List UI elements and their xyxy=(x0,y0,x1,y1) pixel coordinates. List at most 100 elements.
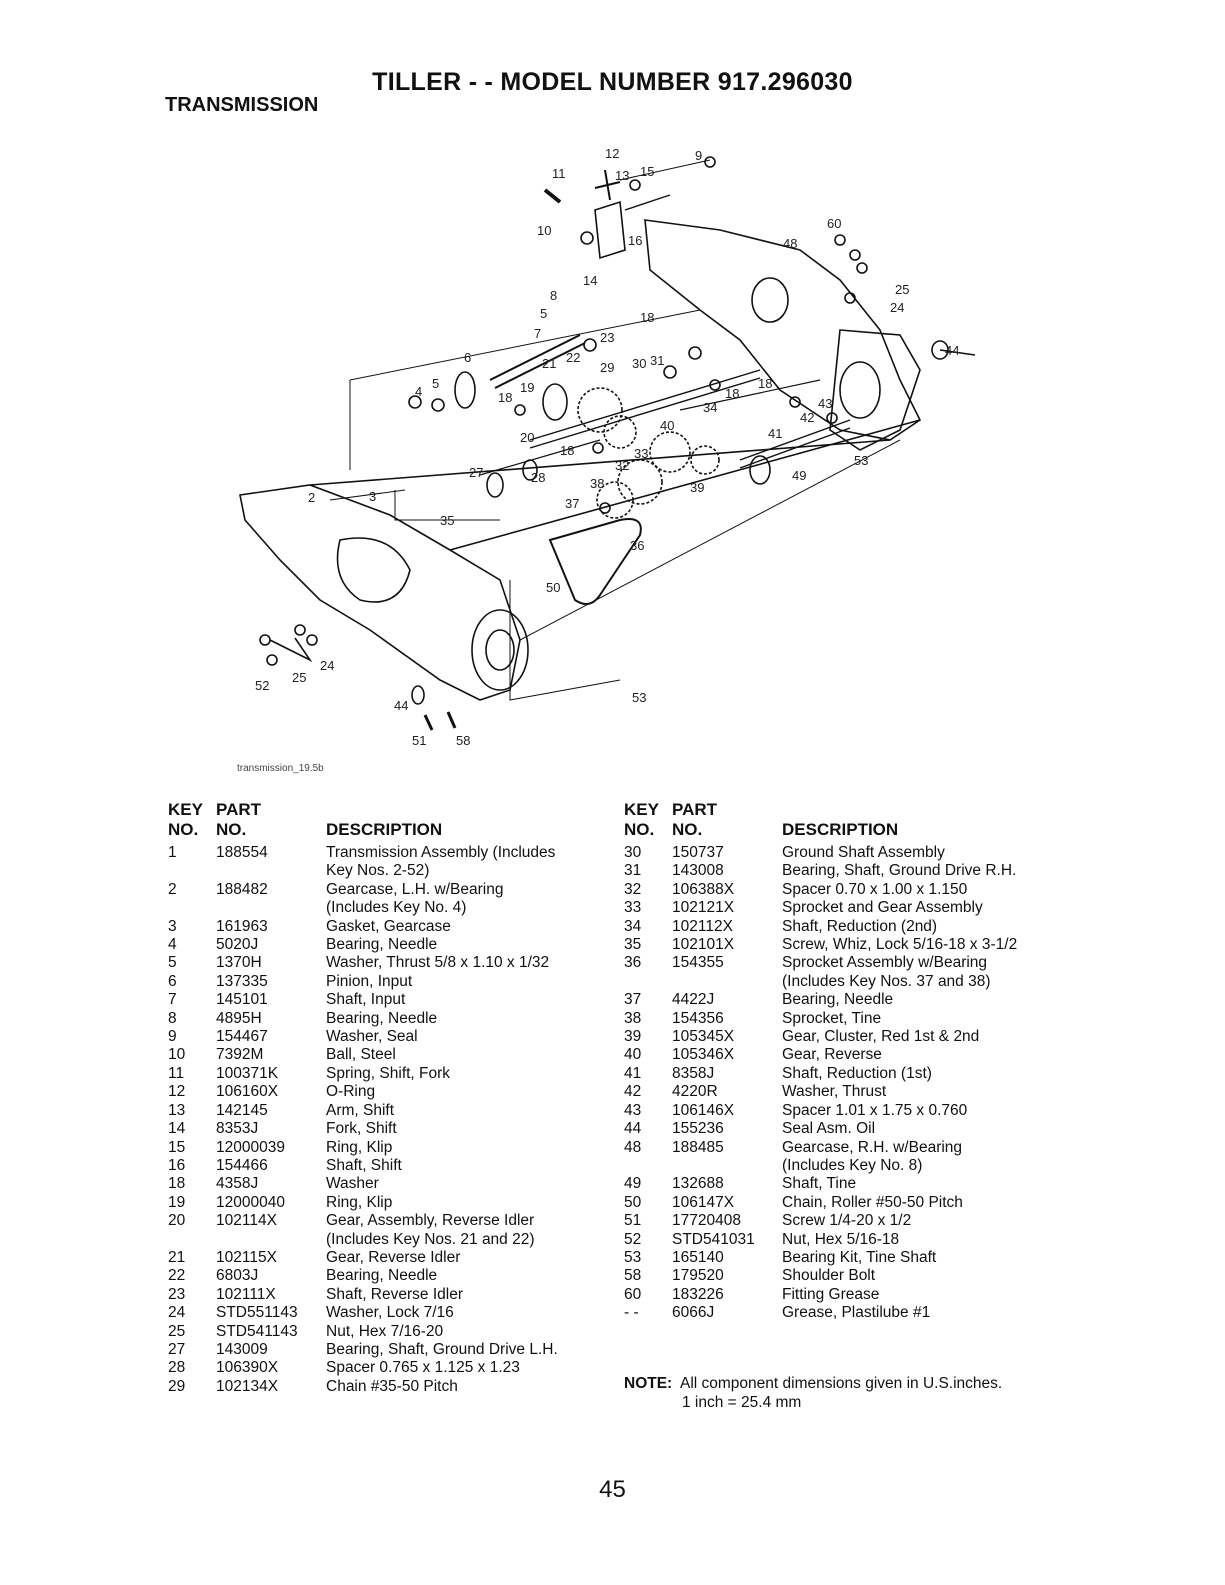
header-part: PART xyxy=(672,800,718,819)
part-description: Gearcase, L.H. w/Bearing (Includes Key N… xyxy=(326,880,504,917)
part-number: 102101X xyxy=(672,936,735,954)
callout-label: 12 xyxy=(605,146,619,161)
part-number: 4358J xyxy=(216,1175,259,1193)
callout-label: 37 xyxy=(565,496,579,511)
part-number: 102121X xyxy=(672,899,735,917)
part-description: Transmission Assembly (Includes Key Nos.… xyxy=(326,844,556,880)
key-number: 51 xyxy=(624,1212,642,1230)
callout-label: 30 xyxy=(632,356,646,371)
part-description: Arm, Shift xyxy=(326,1101,395,1119)
part-description: Sprocket Assembly w/Bearing (Includes Ke… xyxy=(782,954,991,990)
callout-label: 28 xyxy=(531,470,545,485)
part-description: Screw, Whiz, Lock 5/16-18 x 3-1/2 xyxy=(782,936,1018,954)
header-key: KEY xyxy=(168,800,203,819)
part-description: Fitting Grease xyxy=(782,1285,880,1303)
part-description: Nut, Hex 7/16-20 xyxy=(326,1322,444,1340)
key-number: 53 xyxy=(624,1248,642,1266)
key-number: 37 xyxy=(624,991,642,1009)
callout-label: 23 xyxy=(600,330,614,345)
part-description: Ground Shaft Assembly xyxy=(782,844,945,861)
callout-label: 11 xyxy=(552,166,566,181)
part-description: Ball, Steel xyxy=(326,1046,396,1064)
part-number: STD541031 xyxy=(672,1230,755,1248)
callout-label: 52 xyxy=(255,678,269,693)
sprocket-29 xyxy=(577,387,623,433)
callout-label: 48 xyxy=(783,236,797,251)
right-gearcase-end xyxy=(829,329,921,451)
part-description: Fork, Shift xyxy=(326,1120,397,1138)
part-description: Seal Asm. Oil xyxy=(782,1120,876,1138)
table-header: KEY PART NO. NO. DESCRIPTION xyxy=(624,800,1094,844)
part-number: 145101 xyxy=(216,991,268,1009)
part-number: 4895H xyxy=(216,1009,262,1027)
part-number: 102112X xyxy=(672,917,733,935)
reverse-gear-40 xyxy=(649,431,691,473)
callout-label: 24 xyxy=(890,300,904,315)
key-number: 21 xyxy=(168,1248,186,1266)
part-description: Bearing, Needle xyxy=(326,1267,438,1285)
part-description: Spacer 0.765 x 1.125 x 1.23 xyxy=(326,1359,520,1377)
part-number: 161963 xyxy=(216,917,268,935)
part-number: 102111X xyxy=(216,1285,276,1303)
part-description: Shaft, Shift xyxy=(326,1156,402,1174)
part-description: Spring, Shift, Fork xyxy=(326,1064,451,1082)
input-pinion xyxy=(454,371,476,409)
section-title: TRANSMISSION xyxy=(165,94,319,116)
part-number: 7392M xyxy=(216,1046,264,1064)
key-number: 3 xyxy=(168,917,177,935)
callout-label: 21 xyxy=(542,356,556,371)
part-number: 106388X xyxy=(672,880,735,898)
key-number: 11 xyxy=(168,1064,185,1082)
callout-label: 42 xyxy=(800,410,814,425)
part-number: 12000039 xyxy=(216,1138,285,1156)
part-number: 106390X xyxy=(216,1359,279,1377)
part-description: Shoulder Bolt xyxy=(782,1267,876,1285)
callout-label: 34 xyxy=(703,400,717,415)
key-number: 19 xyxy=(168,1193,186,1211)
callout-label: 25 xyxy=(895,282,909,297)
part-description: Washer xyxy=(326,1175,379,1193)
part-number: 102115X xyxy=(216,1248,277,1266)
part-description: Bearing, Needle xyxy=(326,936,438,954)
header-part-no: NO. xyxy=(672,820,703,839)
key-number: 39 xyxy=(624,1028,642,1046)
key-number: 2 xyxy=(168,880,177,898)
callout-label: 36 xyxy=(630,538,644,553)
note-line-2: 1 inch = 25.4 mm xyxy=(682,1394,802,1411)
key-number: 9 xyxy=(168,1028,177,1046)
callout-label: 24 xyxy=(320,658,334,673)
part-description: Sprocket, Tine xyxy=(782,1009,882,1027)
callout-label: 20 xyxy=(520,430,534,445)
key-number: 27 xyxy=(168,1340,186,1358)
callout-label: 50 xyxy=(546,580,560,595)
callout-label: 31 xyxy=(650,353,664,368)
part-description: Gear, Reverse Idler xyxy=(326,1248,461,1266)
callout-label: 14 xyxy=(583,273,597,288)
part-number: STD551143 xyxy=(216,1304,298,1322)
callout-label: 35 xyxy=(440,513,454,528)
part-number: 154355 xyxy=(672,954,724,972)
key-number: 58 xyxy=(624,1267,642,1285)
part-description: Washer, Seal xyxy=(326,1028,418,1046)
